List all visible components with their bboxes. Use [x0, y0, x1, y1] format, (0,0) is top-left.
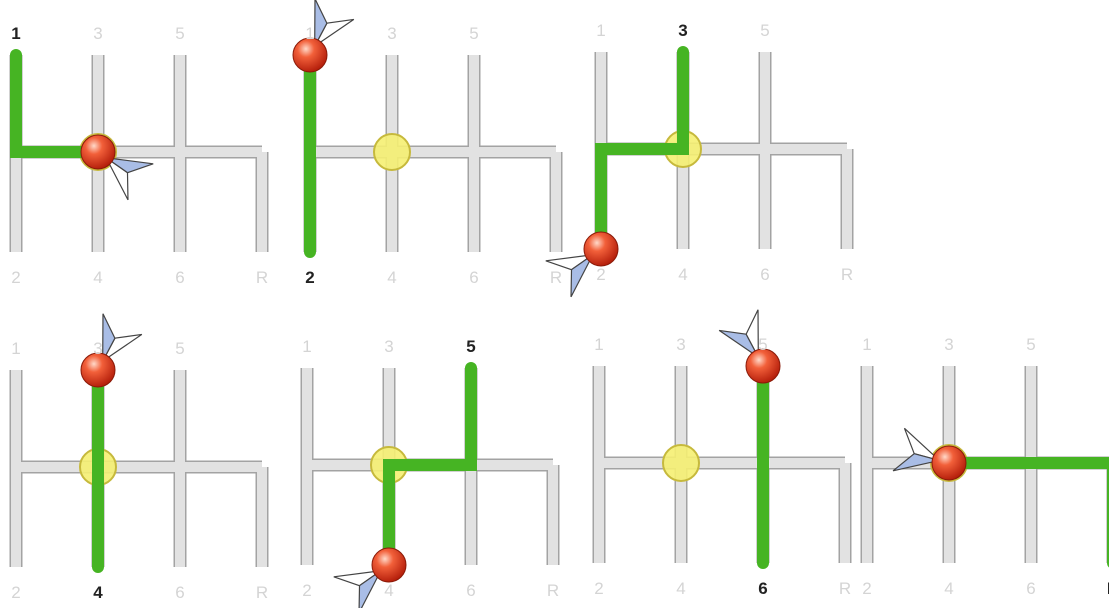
gear-label-top: 1: [596, 21, 605, 40]
gear-label-bottom: R: [839, 579, 851, 598]
shift-pattern-panel-gear-1: 1 3 5 2 4 6 R: [9, 24, 269, 287]
neutral-position-icon: [373, 133, 411, 171]
gear-label-bottom: 6: [175, 268, 184, 287]
gear-label-top: 5: [175, 24, 184, 43]
shift-pattern-panel-gear-6: 1 3 5 2 4 6 R: [592, 309, 852, 598]
gear-label-top: 5: [175, 339, 184, 358]
gear-label-bottom: 2: [862, 579, 871, 598]
gear-label-bottom: 4: [384, 581, 393, 600]
gear-label-top: 5: [469, 24, 478, 43]
shift-knob-icon: [583, 231, 619, 267]
gear-label-bottom: 4: [93, 268, 102, 287]
pointer-arrow-icon: [718, 329, 759, 358]
gear-label-top: 5: [758, 335, 767, 354]
shift-path: [383, 362, 477, 571]
neutral-position-icon: [662, 444, 700, 482]
gear-label-bottom: 2: [596, 265, 605, 284]
gear-label-bottom: R: [256, 583, 268, 602]
shift-path: [595, 46, 689, 255]
shift-knob-icon: [931, 445, 967, 481]
shift-pattern-panel-gear-R: 1 3 5 2 4 6 R: [860, 335, 1109, 598]
gear-label-bottom: 2: [11, 268, 20, 287]
gear-label-bottom: R: [547, 581, 559, 600]
gear-label-top: 1: [302, 337, 311, 356]
gear-label-bottom: 2: [11, 583, 20, 602]
gear-label-top: 1: [594, 335, 603, 354]
gear-label-top: 3: [944, 335, 953, 354]
shift-pattern-panel-gear-3: 1 3 5 2 4 6 R: [545, 21, 854, 298]
pointer-arrow-icon: [102, 313, 116, 362]
gear-label-top: 1: [862, 335, 871, 354]
shift-knob-icon: [745, 348, 781, 384]
pointer-arrow-icon: [570, 254, 594, 298]
shift-pattern-panel-gear-2: 1 3 5 2 4 6 R: [292, 0, 563, 287]
gear-label-bottom: 6: [760, 265, 769, 284]
shift-knob-icon: [292, 37, 328, 73]
shift-path: [943, 457, 1109, 568]
gear-label-bottom: 6: [758, 579, 767, 598]
shift-knob-icon: [80, 134, 116, 170]
pointer-arrow-icon: [105, 157, 154, 174]
shift-pattern-panel-gear-5: 1 3 5 2 4 6 R: [300, 337, 560, 608]
shift-pattern-panel-gear-4: 1 3 5 2 4 6 R: [9, 313, 269, 602]
gear-label-bottom: 6: [175, 583, 184, 602]
gear-label-bottom: 4: [678, 265, 687, 284]
shift-knob-icon: [80, 352, 116, 388]
gear-label-top: 3: [93, 24, 102, 43]
gear-label-bottom: 4: [387, 268, 396, 287]
gear-label-top: 1: [11, 339, 20, 358]
gear-label-top: 3: [93, 339, 102, 358]
gear-label-bottom: 6: [466, 581, 475, 600]
gear-label-top: 3: [384, 337, 393, 356]
shift-knob-icon: [371, 547, 407, 583]
pointer-arrow-icon: [892, 453, 940, 472]
gear-label-top: 5: [1026, 335, 1035, 354]
gear-label-bottom: 4: [93, 583, 103, 602]
pointer-arrow-icon: [358, 570, 382, 608]
gear-label-bottom: 4: [676, 579, 685, 598]
gear-label-bottom: R: [256, 268, 268, 287]
gear-label-bottom: R: [550, 268, 562, 287]
gear-label-bottom: 6: [1026, 579, 1035, 598]
gear-label-bottom: 4: [944, 579, 953, 598]
gear-label-top: 5: [760, 21, 769, 40]
gear-label-top: 1: [11, 24, 20, 43]
gear-label-bottom: 6: [469, 268, 478, 287]
gear-label-bottom: 2: [305, 268, 314, 287]
gear-label-top: 1: [305, 24, 314, 43]
gear-label-top: 5: [466, 337, 475, 356]
gear-label-bottom: R: [1107, 579, 1109, 598]
pointer-arrow-icon: [314, 0, 328, 47]
gear-label-top: 3: [676, 335, 685, 354]
shift-path: [10, 49, 104, 158]
gear-label-bottom: 2: [594, 579, 603, 598]
gear-label-bottom: 2: [302, 581, 311, 600]
gear-label-top: 3: [387, 24, 396, 43]
gear-label-bottom: R: [841, 265, 853, 284]
gear-label-top: 3: [678, 21, 687, 40]
